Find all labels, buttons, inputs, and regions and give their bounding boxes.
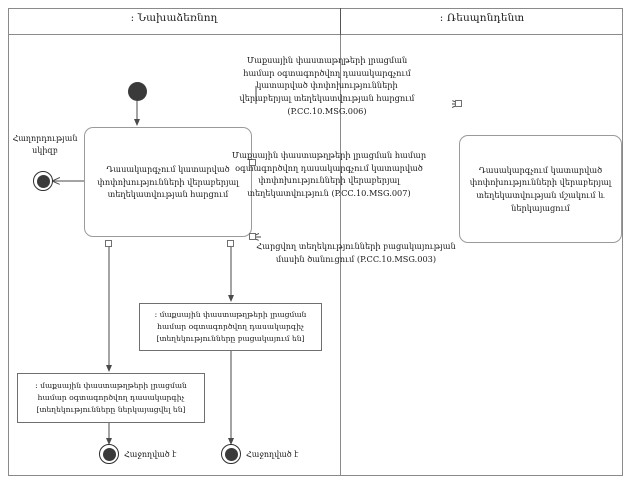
pin-right-activity-left-upper xyxy=(455,100,462,107)
final-node-left-label: Հաջողված է xyxy=(124,450,177,459)
swimlane-title-respondent: : Ռեսպոնդենտ xyxy=(439,12,525,24)
pin-left-activity-bottom-right xyxy=(227,240,234,247)
final-node-left xyxy=(99,444,119,464)
final-node-right xyxy=(221,444,241,464)
swimlane-title-initiator: : Նախաձեռնող xyxy=(130,12,218,24)
swimlane-header-row xyxy=(8,8,623,35)
start-flow-final-node xyxy=(33,171,53,191)
object-node-info-absent: : մաքսային փաստաթղթերի լրացման համար օգտ… xyxy=(139,303,322,351)
flow-label-msg006: Մաքսային փաստաթղթերի լրացման համար օգտագ… xyxy=(239,55,415,116)
object-node-info-provided: : մաքսային փաստաթղթերի լրացման համար օգտ… xyxy=(17,373,205,423)
pin-left-activity-bottom-left xyxy=(105,240,112,247)
pin-left-activity-right-lower xyxy=(249,233,256,240)
activity-process-and-provide-info[interactable]: Դասակարգչում կատարված փոփոխությունների վ… xyxy=(459,135,622,243)
flow-label-msg007: Մաքսային փաստաթղթերի լրացման համար օգտագ… xyxy=(231,150,427,199)
swimlane-divider xyxy=(340,8,341,476)
final-node-right-label: Հաջողված է xyxy=(246,450,299,459)
activity-request-classifier-info[interactable]: Դասակարգչում կատարված փոփոխությունների վ… xyxy=(84,127,252,237)
initial-node xyxy=(128,82,147,101)
pin-left-activity-right-upper xyxy=(249,159,256,166)
swimlane-header-divider xyxy=(340,8,341,35)
start-label: Հաղորդության սկիզբ xyxy=(12,134,78,155)
flow-label-msg003: Հարցվող տեղեկությունների բացակայության մ… xyxy=(256,241,456,264)
